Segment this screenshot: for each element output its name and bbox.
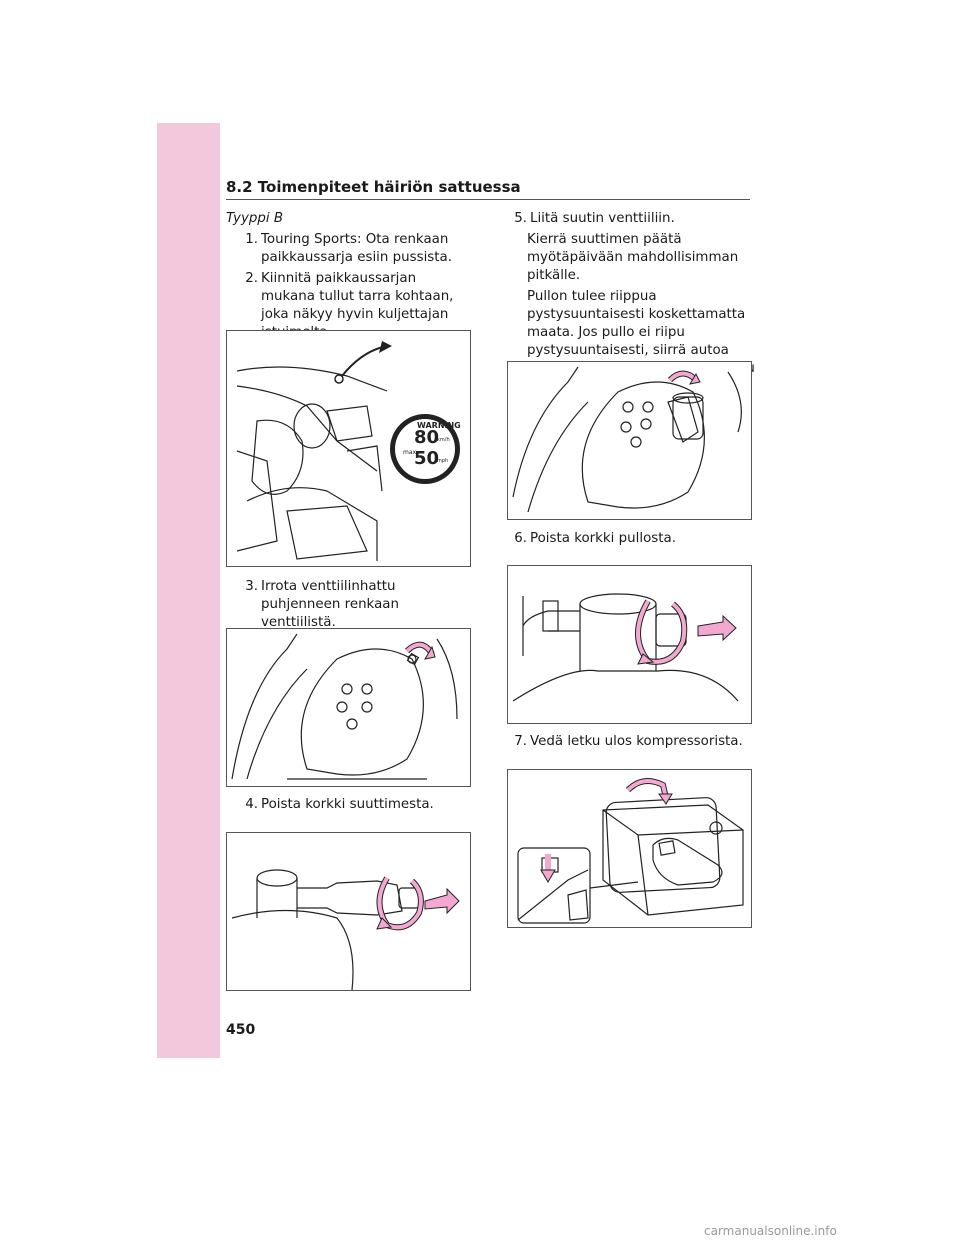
step-number: 1. — [245, 232, 258, 247]
sticker-speed-1: 80 — [414, 427, 440, 448]
section-header: 8.2 Toimenpiteet häiriön sattuessa — [226, 178, 750, 200]
step-number: 5. — [514, 211, 527, 226]
compressor-hose-illustration — [517, 778, 744, 924]
step-text: Kiinnitä paikkaussarjan mukana tullut ta… — [261, 271, 454, 340]
step-2: 2. Kiinnitä paikkaussarjan mukana tullut… — [238, 270, 474, 342]
valve-cap-illustration — [231, 633, 458, 780]
figure-valve-cap — [226, 628, 471, 787]
step-7: 7. Vedä letku ulos kompressorista. — [507, 733, 755, 751]
page-number: 450 — [226, 1022, 256, 1038]
step-text: Irrota venttiilinhattu puhjenneen renkaa… — [261, 579, 399, 630]
bottle-cap-illustration — [512, 593, 739, 702]
step-number: 6. — [514, 531, 527, 546]
step-4: 4. Poista korkki suuttimesta. — [238, 796, 474, 814]
step-6: 6. Poista korkki pullosta. — [507, 530, 755, 548]
step-number: 2. — [245, 271, 258, 286]
sticker-unit-1: km/h — [437, 437, 450, 443]
nozzle-connected-illustration — [512, 366, 742, 513]
left-column: Tyyppi B 1. Touring Sports: Ota renkaan … — [226, 210, 474, 345]
step-text: Vedä letku ulos kompressorista. — [530, 734, 743, 749]
step-text: Touring Sports: Ota renkaan paikkaussarj… — [261, 232, 452, 265]
figure-nozzle-cap — [226, 832, 471, 991]
figure-compressor-hose — [507, 769, 752, 928]
step-5-note-1: Kierrä suuttimen päätä myötäpäivään mahd… — [527, 232, 739, 283]
nozzle-cap-illustration — [231, 869, 460, 990]
figure-nozzle-connected — [507, 361, 752, 520]
step-1: 1. Touring Sports: Ota renkaan paikkauss… — [238, 231, 474, 267]
step-number: 4. — [245, 797, 258, 812]
step-4-block: 4. Poista korkki suuttimesta. — [226, 796, 474, 817]
figure-bottle-cap — [507, 565, 752, 724]
step-text: Poista korkki suuttimesta. — [261, 797, 434, 812]
sticker-max-label: max. — [403, 449, 418, 456]
step-text: Liitä suutin venttiiliin. — [530, 211, 675, 226]
figure-car-interior: WARNING max. 80 km/h 50 mph — [226, 330, 471, 567]
step-3-block: 3. Irrota venttiilinhattu puhjenneen ren… — [226, 578, 474, 635]
step-number: 3. — [245, 579, 258, 594]
sticker-top-text: WARNING — [417, 421, 461, 430]
step-text: Poista korkki pullosta. — [530, 531, 676, 546]
car-interior-illustration — [236, 341, 460, 561]
warning-sticker — [390, 414, 460, 484]
step-3: 3. Irrota venttiilinhattu puhjenneen ren… — [238, 578, 474, 632]
step-5: 5. Liitä suutin venttiiliin. — [507, 210, 755, 228]
step-7-block: 7. Vedä letku ulos kompressorista. — [507, 733, 755, 754]
sticker-speed-2: 50 — [414, 448, 440, 469]
type-label: Tyyppi B — [226, 211, 284, 226]
sticker-unit-2: mph — [437, 458, 449, 464]
step-number: 7. — [514, 734, 527, 749]
watermark: carmanualsonline.info — [704, 1224, 837, 1238]
side-color-band — [157, 123, 220, 1058]
step-6-block: 6. Poista korkki pullosta. — [507, 530, 755, 551]
